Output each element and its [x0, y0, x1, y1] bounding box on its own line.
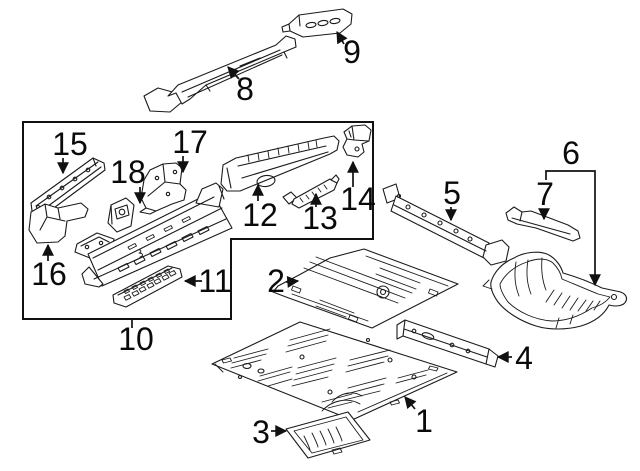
- part-18-drawing: [107, 197, 135, 233]
- callout-2-label[interactable]: 2: [267, 263, 285, 299]
- part-1-drawing: [211, 321, 458, 421]
- callout-1-label[interactable]: 1: [415, 403, 433, 439]
- parts-group-box: [22, 121, 374, 320]
- part-16-drawing: [28, 202, 89, 244]
- part-10-drawing: [81, 182, 233, 288]
- callout-1-arrow: [404, 396, 417, 410]
- part-3-drawing: [285, 411, 371, 459]
- part-12-drawing: [220, 135, 340, 192]
- part-7-drawing: [505, 206, 581, 242]
- callout-9-label[interactable]: 9: [343, 34, 361, 70]
- part-6-drawing: [482, 251, 628, 330]
- callout-6-label[interactable]: 6: [562, 135, 580, 171]
- callout-10-label[interactable]: 10: [118, 321, 154, 357]
- callout-8-arrow: [227, 66, 240, 80]
- callout-17-label[interactable]: 17: [172, 124, 208, 160]
- part-8-drawing: [143, 35, 297, 113]
- part-11-drawing: [112, 265, 183, 308]
- callout-9-arrow: [336, 30, 348, 45]
- part-5-drawing: [382, 183, 510, 266]
- callout-2-arrow: [285, 275, 300, 288]
- callout-3-label[interactable]: 3: [252, 414, 270, 450]
- part-2-drawing: [272, 248, 459, 329]
- part-14-drawing: [342, 124, 372, 158]
- part-17-drawing: [139, 162, 187, 215]
- callout-5-label[interactable]: 5: [443, 175, 461, 211]
- callout-12-label[interactable]: 12: [242, 197, 278, 233]
- callout-16-label[interactable]: 16: [31, 256, 67, 292]
- part-4-drawing: [396, 319, 499, 368]
- part-15-drawing: [30, 157, 106, 217]
- callout-8-label[interactable]: 8: [236, 71, 254, 107]
- part-9-drawing: [281, 8, 353, 38]
- callout-6-bracket-arrow: [545, 170, 601, 287]
- callout-18-label[interactable]: 18: [110, 154, 146, 190]
- callout-7-label[interactable]: 7: [536, 176, 554, 212]
- callout-4-label[interactable]: 4: [515, 340, 533, 376]
- callout-13-label[interactable]: 13: [302, 200, 338, 236]
- callout-11-label[interactable]: 11: [198, 263, 231, 299]
- callout-14-label[interactable]: 14: [340, 181, 376, 217]
- callout-15-label[interactable]: 15: [52, 126, 88, 162]
